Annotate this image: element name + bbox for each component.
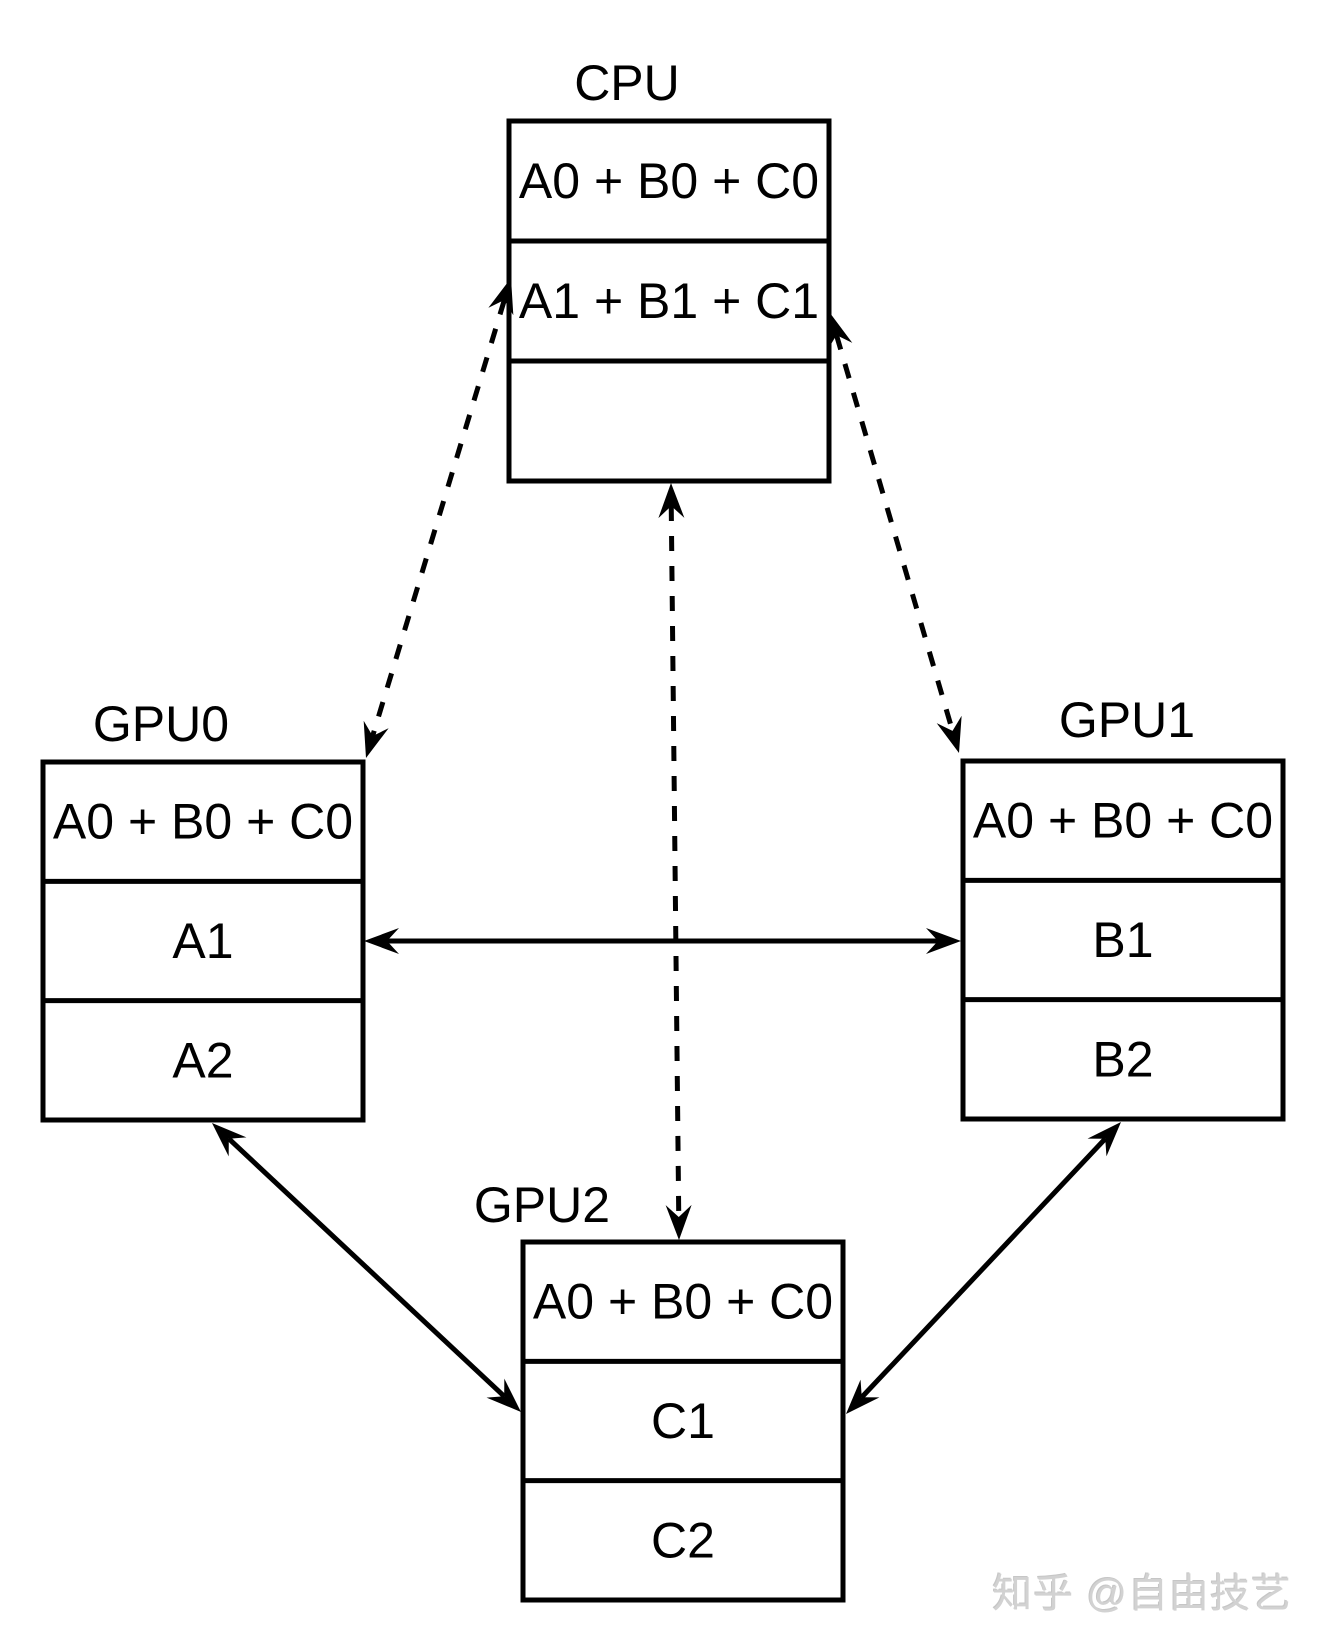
gpu0-box [40, 759, 366, 1123]
edge-cpu-gpu1 [827, 312, 962, 754]
edge-gpu0-gpu2 [212, 1122, 521, 1413]
edge-gpu1-gpu2 [845, 1121, 1121, 1415]
gpu2-row-1: C1 [651, 1393, 715, 1449]
edge-cpu-gpu2 [658, 483, 692, 1241]
edges-layer [212, 277, 1121, 1415]
gpu1-row-0: A0 + B0 + C0 [973, 793, 1273, 849]
gpu0-title: GPU0 [93, 696, 229, 752]
cpu-title: CPU [574, 55, 680, 111]
gpu1-box [960, 758, 1286, 1122]
gpu2-box [520, 1239, 846, 1603]
gpu0-row-0: A0 + B0 + C0 [53, 794, 353, 850]
gpu2-row-0: A0 + B0 + C0 [533, 1274, 833, 1330]
gpu2-row-2: C2 [651, 1512, 715, 1568]
nodes-layer: CPU A0 + B0 + C0 A1 + B1 + C1 GPU0 A0 + B0 +… [40, 55, 1286, 1603]
gpu1-row-1: B1 [1092, 912, 1153, 968]
zhihu-watermark: 知乎 @自由技艺 [992, 1572, 1292, 1616]
gpu2-title: GPU2 [474, 1177, 610, 1233]
gpu1-title: GPU1 [1059, 692, 1195, 748]
gpu0-row-1: A1 [172, 913, 233, 969]
gpu1-row-2: B2 [1092, 1031, 1153, 1087]
cpu-row-0: A0 + B0 + C0 [519, 153, 819, 209]
cpu-row-1: A1 + B1 + C1 [519, 273, 819, 329]
cpu-box [506, 118, 832, 484]
cpu-node: CPU A0 + B0 + C0 A1 + B1 + C1 [506, 55, 832, 484]
edge-cpu-gpu0 [363, 277, 514, 759]
gpu0-row-2: A2 [172, 1032, 233, 1088]
